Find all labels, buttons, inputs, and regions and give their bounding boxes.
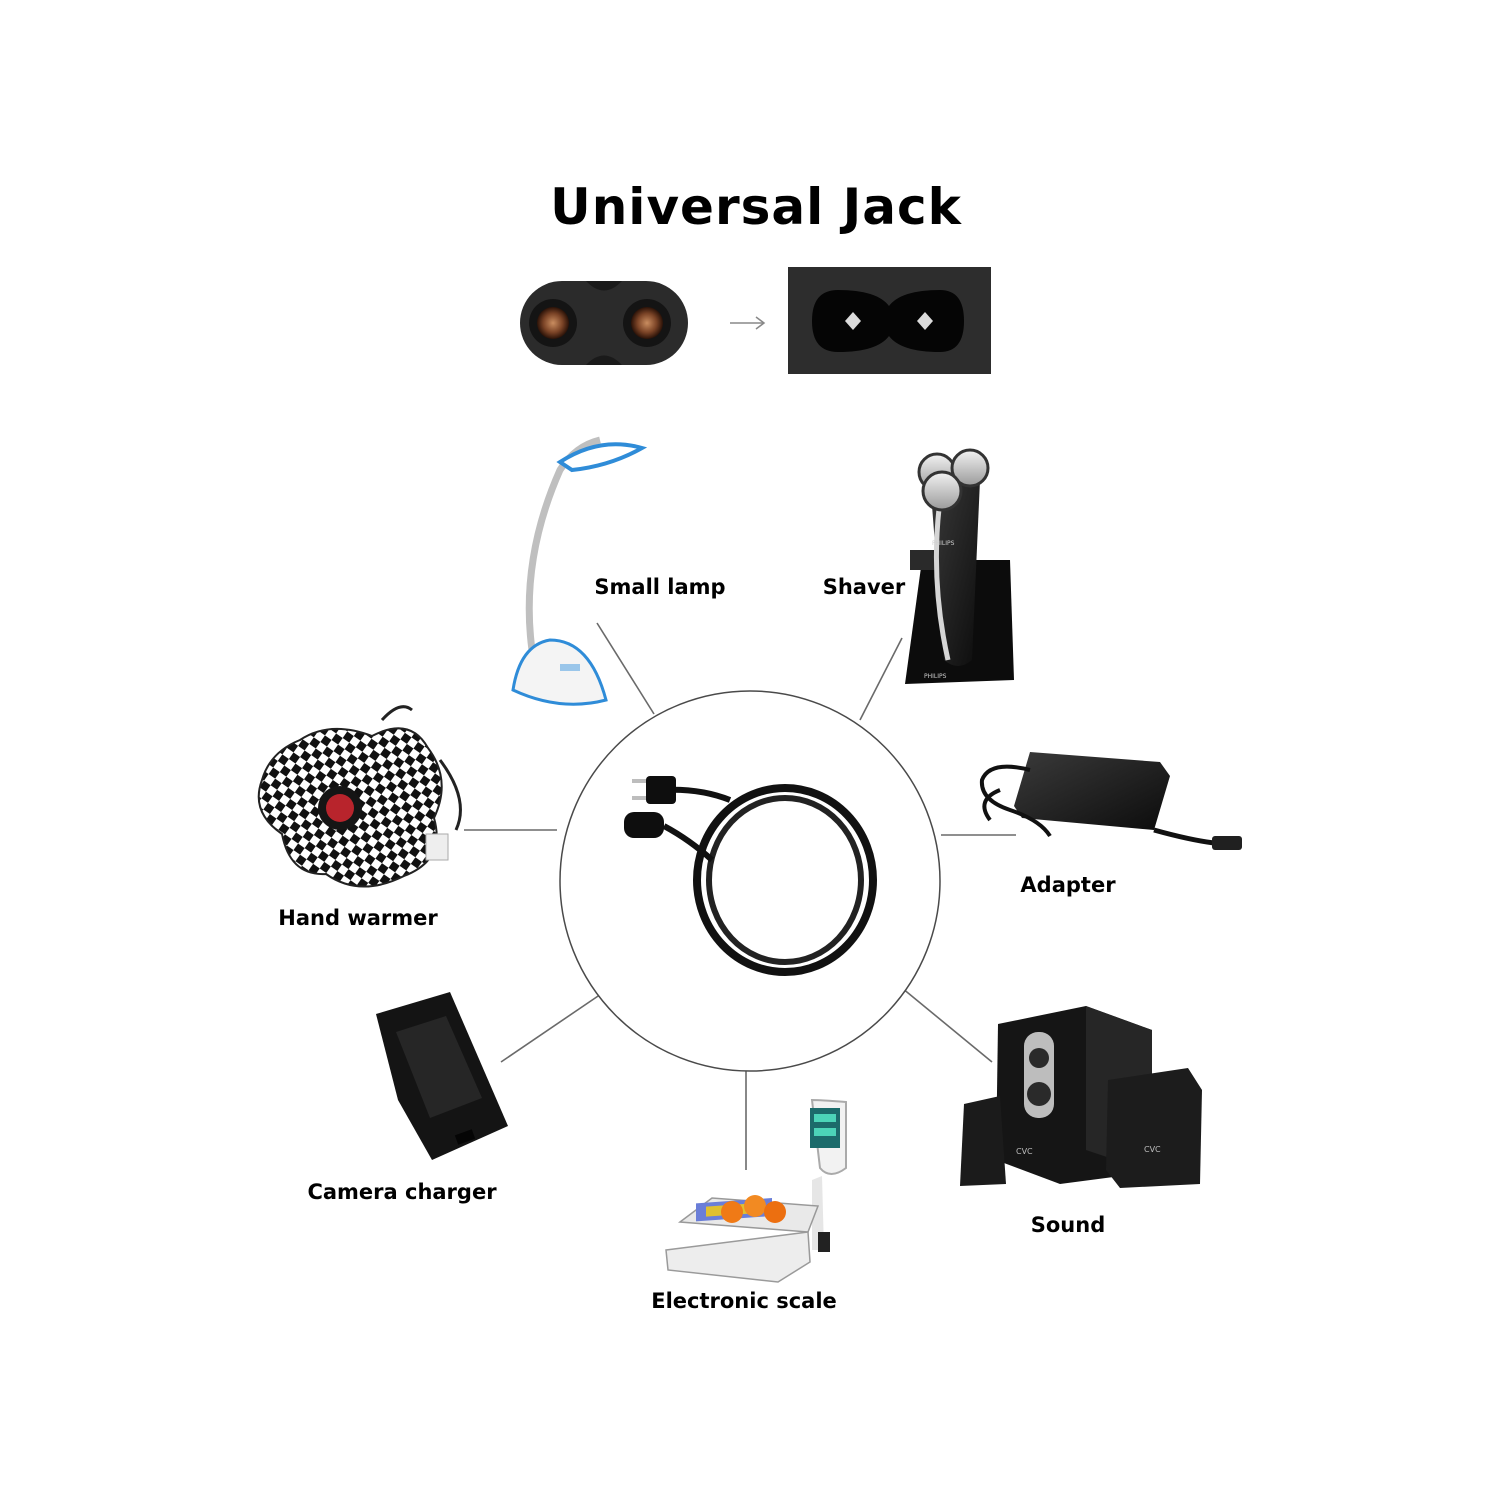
arrow-right-icon: [730, 316, 766, 330]
sound-speakers-icon: CVC CVC: [960, 1006, 1202, 1188]
electronic-scale-icon: [665, 1098, 847, 1283]
label-camera-charger: Camera charger: [307, 1180, 497, 1204]
label-hand-warmer: Hand warmer: [278, 906, 438, 930]
label-sound: Sound: [1030, 1213, 1106, 1237]
hand-warmer-icon: [257, 705, 462, 888]
camera-charger-icon: [376, 992, 508, 1160]
shaver-brand-text: PHILIPS: [932, 540, 955, 547]
socket-icon: [788, 267, 991, 374]
label-small-lamp: Small lamp: [594, 575, 726, 599]
connector-lines: [464, 622, 1016, 1170]
speaker-brand-text: CVC: [1144, 1145, 1161, 1154]
shaver-base-brand-text: PHILIPS: [924, 673, 947, 680]
page-title: Universal Jack: [550, 178, 962, 236]
label-electronic-scale: Electronic scale: [651, 1289, 837, 1313]
shaver-icon: PHILIPS PHILIPS: [905, 448, 1014, 684]
connector-plug-icon: [520, 281, 688, 365]
power-cord-icon: [624, 776, 877, 976]
label-shaver: Shaver: [822, 575, 906, 599]
adapter-icon: [979, 752, 1242, 850]
speaker-brand-text-left: CVC: [1016, 1147, 1033, 1156]
label-adapter: Adapter: [1020, 873, 1116, 897]
small-lamp-icon: [511, 436, 648, 706]
center-circle: [559, 690, 941, 1072]
